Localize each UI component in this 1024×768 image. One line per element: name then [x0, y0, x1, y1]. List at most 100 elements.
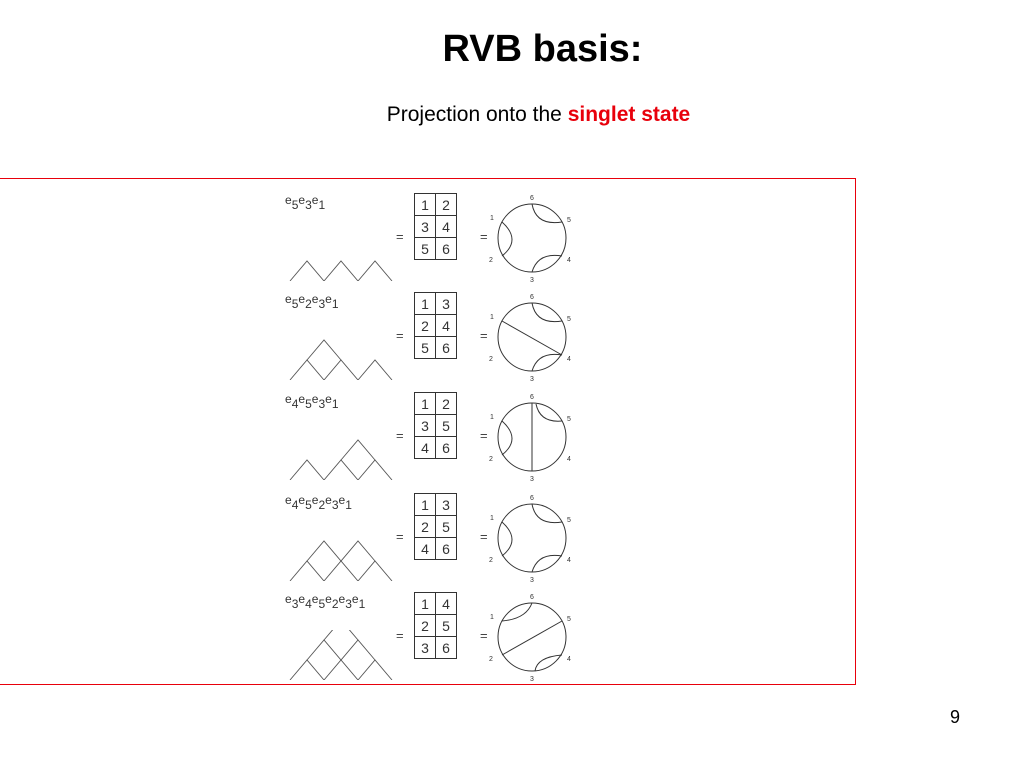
tableau-cell: 3 — [414, 414, 436, 437]
circle-outline — [497, 503, 567, 573]
site-label-4: 4 — [567, 456, 571, 463]
operator-symbol: e — [311, 493, 319, 507]
tableau-cell: 5 — [414, 336, 436, 359]
equals-sign: = — [396, 628, 404, 643]
operator-index: 2 — [318, 498, 326, 512]
operator-sequence: e3e4e5e2e3e1 — [285, 592, 365, 611]
operator-symbol: e — [325, 493, 332, 507]
tableau-cell: 2 — [435, 193, 457, 216]
operator-index: 5 — [291, 297, 299, 311]
operator-index: 3 — [318, 397, 326, 411]
site-label-3: 3 — [530, 676, 534, 683]
operator-index: 4 — [291, 498, 299, 512]
operator-index: 1 — [331, 397, 339, 411]
site-label-1: 1 — [490, 515, 494, 522]
equals-sign: = — [480, 428, 488, 443]
site-label-3: 3 — [530, 476, 534, 483]
singlet-bond — [535, 403, 563, 422]
operator-index: 2 — [305, 297, 312, 311]
site-label-6: 6 — [530, 495, 534, 502]
tableau-cell: 2 — [414, 515, 436, 538]
tableau-cell: 6 — [435, 636, 457, 659]
operator-index: 3 — [331, 498, 339, 512]
operator-index: 3 — [305, 198, 312, 212]
tableau-cell: 5 — [435, 414, 457, 437]
tableau-cell: 5 — [435, 515, 457, 538]
operator-index: 1 — [331, 297, 339, 311]
path-segment — [289, 260, 393, 281]
operator-index: 3 — [291, 597, 299, 611]
operator-symbol: e — [298, 592, 306, 606]
operator-index: 5 — [318, 597, 326, 611]
circle-outline — [497, 302, 567, 372]
singlet-bond — [501, 320, 563, 356]
operator-symbol: e — [285, 592, 292, 606]
equals-sign: = — [480, 229, 488, 244]
operator-index: 4 — [291, 397, 299, 411]
site-label-5: 5 — [567, 316, 571, 323]
site-label-1: 1 — [490, 215, 494, 222]
operator-index: 5 — [291, 198, 299, 212]
tableau-cell: 1 — [414, 292, 436, 315]
path-segment — [340, 439, 376, 461]
operator-symbol: e — [311, 292, 319, 306]
site-label-5: 5 — [567, 517, 571, 524]
operator-symbol: e — [298, 392, 306, 406]
site-label-4: 4 — [567, 656, 571, 663]
circle-outline — [497, 602, 567, 672]
tableau-cell: 6 — [435, 237, 457, 260]
site-label-4: 4 — [567, 257, 571, 264]
site-label-2: 2 — [489, 456, 493, 463]
dyck-path-diagram — [289, 339, 393, 380]
operator-index: 5 — [305, 498, 312, 512]
tableau-cell: 3 — [435, 292, 457, 315]
operator-symbol: e — [311, 592, 319, 606]
operator-symbol: e — [285, 292, 292, 306]
slide-title: RVB basis: — [442, 28, 643, 70]
operator-symbol: e — [338, 592, 346, 606]
tableau-cell: 4 — [414, 537, 436, 560]
operator-index: 1 — [345, 498, 352, 512]
tableau-cell: 1 — [414, 493, 436, 516]
equals-sign: = — [396, 529, 404, 544]
singlet-bond — [501, 602, 533, 622]
tableau-cell: 3 — [414, 636, 436, 659]
equals-sign: = — [396, 428, 404, 443]
singlet-bond — [501, 521, 513, 557]
site-label-6: 6 — [530, 294, 534, 301]
page-number: 9 — [950, 707, 961, 727]
operator-index: 2 — [331, 597, 339, 611]
singlet-bond — [501, 420, 513, 456]
equals-sign: = — [396, 229, 404, 244]
tableau-cell: 1 — [414, 392, 436, 415]
dyck-path-diagram — [289, 439, 393, 480]
operator-index: 1 — [358, 597, 366, 611]
site-label-2: 2 — [489, 656, 493, 663]
singlet-bond — [531, 254, 563, 273]
operator-symbol: e — [338, 493, 346, 507]
tableau-cell: 5 — [414, 237, 436, 260]
tableau-cell: 3 — [435, 493, 457, 516]
singlet-bond — [531, 503, 563, 524]
singlet-bond — [501, 221, 513, 257]
subtitle-prefix: Projection onto the — [386, 103, 562, 126]
operator-index: 1 — [318, 198, 326, 212]
tableau-cell: 5 — [435, 614, 457, 637]
tableau-cell: 1 — [414, 193, 436, 216]
path-segment — [289, 459, 393, 480]
tableau-cell: 6 — [435, 336, 457, 359]
operator-symbol: e — [325, 592, 332, 606]
site-label-3: 3 — [530, 376, 534, 383]
dyck-path-diagram — [289, 630, 393, 680]
site-label-1: 1 — [490, 614, 494, 621]
singlet-bond — [531, 203, 563, 224]
site-label-4: 4 — [567, 356, 571, 363]
tableau-cell: 6 — [435, 537, 457, 560]
tableau-cell: 4 — [435, 215, 457, 238]
